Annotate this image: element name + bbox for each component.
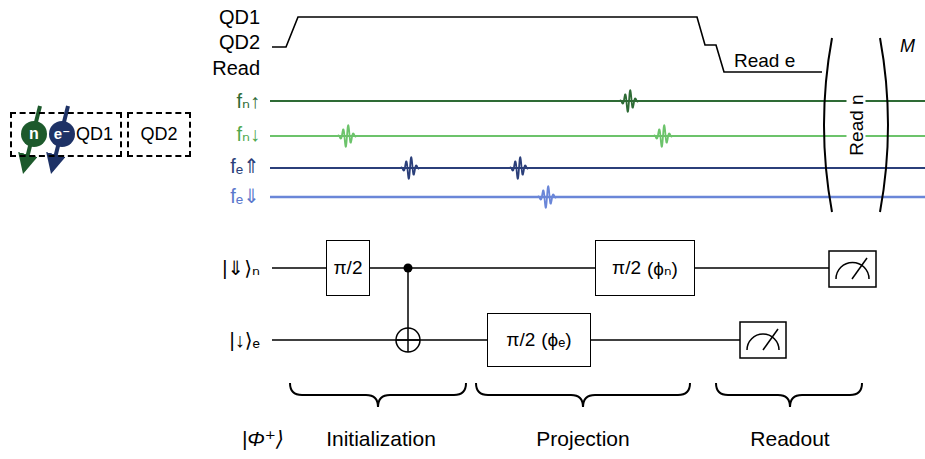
- node-text: π/2: [334, 257, 363, 279]
- quantum-dot-box: QD1 n e⁻: [10, 112, 122, 157]
- node-text: n: [29, 125, 39, 143]
- node-text: QD2: [140, 124, 177, 145]
- label: QD2: [217, 32, 262, 52]
- control-dot: [404, 264, 413, 273]
- repeat-bracket: [880, 38, 888, 212]
- pulse: [538, 186, 556, 207]
- label: fₙ↓: [234, 124, 262, 144]
- node-text: e⁻: [54, 125, 70, 143]
- label: Initialization: [324, 428, 438, 449]
- target-xor: [396, 328, 420, 352]
- label: QD1: [217, 7, 262, 27]
- node-text: QD1: [76, 124, 113, 145]
- frequency-line: [270, 135, 925, 137]
- label: Read e: [732, 51, 797, 70]
- gate-box: π/2: [326, 240, 370, 296]
- pulse: [338, 125, 356, 146]
- node-text: π/2: [506, 329, 535, 351]
- measurement-meter: [740, 322, 786, 358]
- frequency-line: [270, 100, 925, 102]
- pulse: [401, 157, 419, 178]
- pulse: [654, 125, 672, 146]
- stage-brace: [290, 383, 862, 407]
- label: |↓⟩ₑ: [228, 330, 262, 350]
- gate-box: π/2 (ϕₙ): [595, 240, 695, 296]
- nucleus-circle: n: [21, 121, 47, 147]
- label: fₑ⇑: [228, 156, 262, 176]
- label: |Φ⁺⟩: [240, 428, 286, 449]
- gate-box: π/2 (ϕₑ): [487, 313, 591, 367]
- pulse: [620, 90, 638, 111]
- frequency-line: [270, 196, 925, 199]
- quantum-dot-box: QD2: [127, 112, 191, 157]
- node-text: (ϕₑ): [541, 329, 571, 351]
- label: Projection: [534, 428, 631, 449]
- label: |⇓⟩ₙ: [220, 258, 262, 278]
- node-text: (ϕₙ): [647, 257, 678, 280]
- electron-circle: e⁻: [49, 121, 75, 147]
- label: fₑ⇓: [228, 186, 262, 206]
- node-text: π/2: [612, 257, 641, 279]
- microwave-pulses: [338, 90, 672, 207]
- repeat-bracket: [824, 38, 832, 212]
- label: M: [898, 37, 917, 55]
- gate-voltage-trace: [272, 17, 822, 72]
- pulse: [510, 157, 528, 178]
- label: Read n: [847, 92, 866, 157]
- measurement-meter: [829, 251, 876, 287]
- label: Read: [210, 58, 262, 78]
- target-xor: [396, 339, 420, 341]
- label: Readout: [748, 428, 831, 449]
- label: fₙ↑: [234, 91, 262, 111]
